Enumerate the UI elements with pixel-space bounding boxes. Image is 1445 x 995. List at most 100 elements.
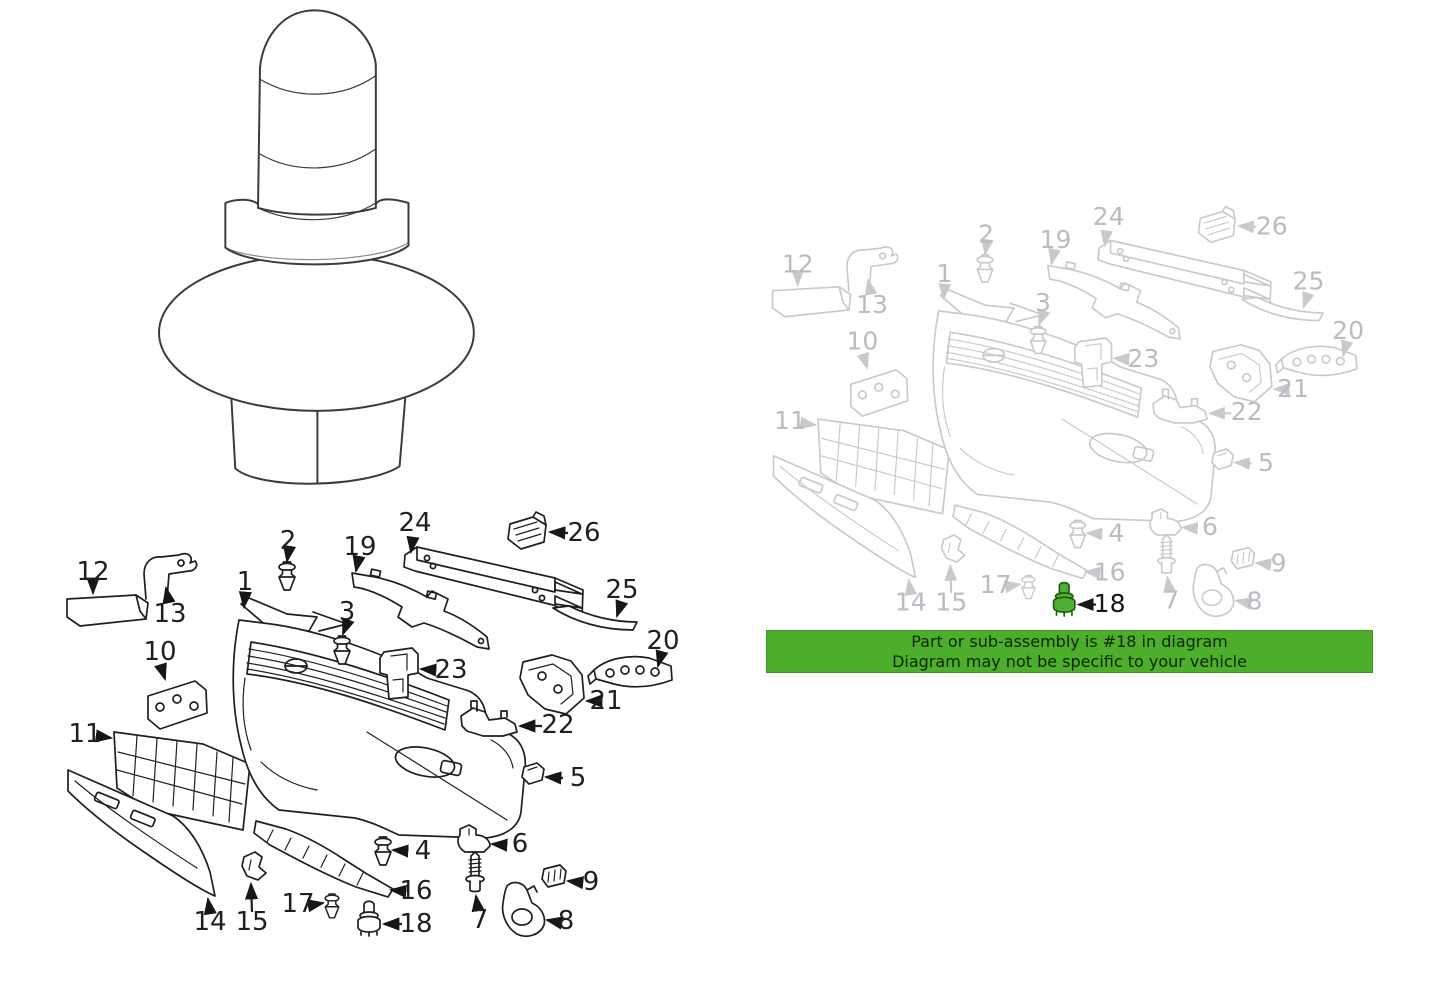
part-label-11: 11 xyxy=(68,719,101,749)
part-label-26: 26 xyxy=(1256,212,1288,241)
pointer-arrows xyxy=(791,220,1354,611)
part-7-art xyxy=(1157,534,1177,574)
part-16-art xyxy=(952,504,1089,580)
part-label-6: 6 xyxy=(1202,512,1218,541)
part-2-art xyxy=(278,561,296,591)
part-19-art xyxy=(351,568,490,650)
part-label-18: 18 xyxy=(1094,589,1126,618)
banner-line-2: Diagram may not be specific to your vehi… xyxy=(892,651,1247,671)
faded-parts-diagram: 1234567891011121314151617181920212223242… xyxy=(771,202,1364,618)
part-24-25-art xyxy=(1097,239,1324,322)
part-label-2: 2 xyxy=(978,219,994,248)
part-20-art xyxy=(587,655,673,688)
part-label-9: 9 xyxy=(583,867,600,897)
part-label-19: 19 xyxy=(1040,225,1072,254)
part-label-20: 20 xyxy=(646,626,679,656)
part-15-art xyxy=(940,534,966,563)
part-label-14: 14 xyxy=(193,907,226,937)
part-15-art xyxy=(241,851,267,881)
part-4-art xyxy=(1069,519,1087,549)
part-label-14: 14 xyxy=(895,587,927,616)
pointer-arrows xyxy=(86,526,669,931)
part-label-15: 15 xyxy=(235,907,268,937)
part-label-4: 4 xyxy=(1108,519,1124,548)
part-label-6: 6 xyxy=(512,829,529,859)
part-17-art xyxy=(1021,574,1036,600)
part-label-4: 4 xyxy=(415,836,432,866)
part-label-18: 18 xyxy=(399,909,432,939)
part-label-25: 25 xyxy=(605,575,638,605)
part-18-art xyxy=(357,900,381,937)
part-label-20: 20 xyxy=(1332,316,1364,345)
part-label-16: 16 xyxy=(1094,557,1126,586)
part-label-1: 1 xyxy=(237,567,254,597)
part-2-art xyxy=(976,254,994,283)
part-label-13: 13 xyxy=(153,599,186,629)
part-label-23: 23 xyxy=(434,655,467,685)
part-label-3: 3 xyxy=(339,597,356,627)
part-23-art xyxy=(379,647,419,700)
part-19-art xyxy=(1046,261,1181,340)
part-label-17: 17 xyxy=(980,570,1012,599)
enlarged-part-view xyxy=(158,9,475,485)
part-17-art xyxy=(324,893,340,919)
part-label-22: 22 xyxy=(541,710,574,740)
part-26-art xyxy=(1197,205,1236,244)
part-5-art xyxy=(521,762,545,785)
part-label-10: 10 xyxy=(846,327,878,356)
part-label-7: 7 xyxy=(1163,585,1179,614)
part-label-10: 10 xyxy=(143,637,176,667)
part-label-25: 25 xyxy=(1293,267,1325,296)
part-label-7: 7 xyxy=(472,905,489,935)
part-label-12: 12 xyxy=(782,249,814,278)
part-23-art xyxy=(1074,337,1113,389)
part-7-art xyxy=(465,851,485,893)
part-label-8: 8 xyxy=(558,906,575,936)
part-22-art xyxy=(460,700,518,737)
part-18-art xyxy=(1052,581,1076,617)
part-label-8: 8 xyxy=(1246,586,1262,615)
part-label-1: 1 xyxy=(936,259,952,288)
part-9-art xyxy=(1230,546,1256,570)
part-label-24: 24 xyxy=(398,508,431,538)
part-13-art xyxy=(143,552,198,600)
part-label-16: 16 xyxy=(399,876,432,906)
part-1-art xyxy=(932,288,1216,523)
highlight-banner: Part or sub-assembly is #18 in diagram D… xyxy=(766,630,1373,673)
main-parts-diagram: 1234567891011121314151617181920212223242… xyxy=(66,508,680,939)
part-26-art xyxy=(507,511,547,550)
part-12-art xyxy=(66,594,149,627)
part-8-art xyxy=(501,881,546,937)
part-label-5: 5 xyxy=(1258,448,1274,477)
part-label-17: 17 xyxy=(281,889,314,919)
part-label-2: 2 xyxy=(280,526,297,556)
part-label-24: 24 xyxy=(1093,202,1125,231)
part-label-3: 3 xyxy=(1035,288,1051,317)
part-9-art xyxy=(541,864,567,888)
part-20-art xyxy=(1274,345,1358,377)
part-10-art xyxy=(147,680,208,730)
banner-line-1: Part or sub-assembly is #18 in diagram xyxy=(911,631,1228,651)
part-label-21: 21 xyxy=(1277,374,1309,403)
part-label-13: 13 xyxy=(856,290,888,319)
part-10-art xyxy=(849,369,909,418)
part-label-26: 26 xyxy=(567,518,600,548)
part-22-art xyxy=(1152,388,1208,424)
part-label-23: 23 xyxy=(1127,344,1159,373)
part-12-art xyxy=(771,285,852,318)
part-21-art xyxy=(1209,343,1273,403)
part-label-21: 21 xyxy=(589,686,622,716)
part-14-art xyxy=(772,454,917,579)
part-24-25-art xyxy=(403,546,638,631)
part-5-art xyxy=(1211,448,1235,471)
part-label-19: 19 xyxy=(343,532,376,562)
part-4-art xyxy=(374,836,392,866)
fastener-drawing xyxy=(158,9,475,485)
part-13-art xyxy=(846,246,899,292)
part-label-9: 9 xyxy=(1271,549,1287,578)
part-14-art xyxy=(67,769,216,897)
